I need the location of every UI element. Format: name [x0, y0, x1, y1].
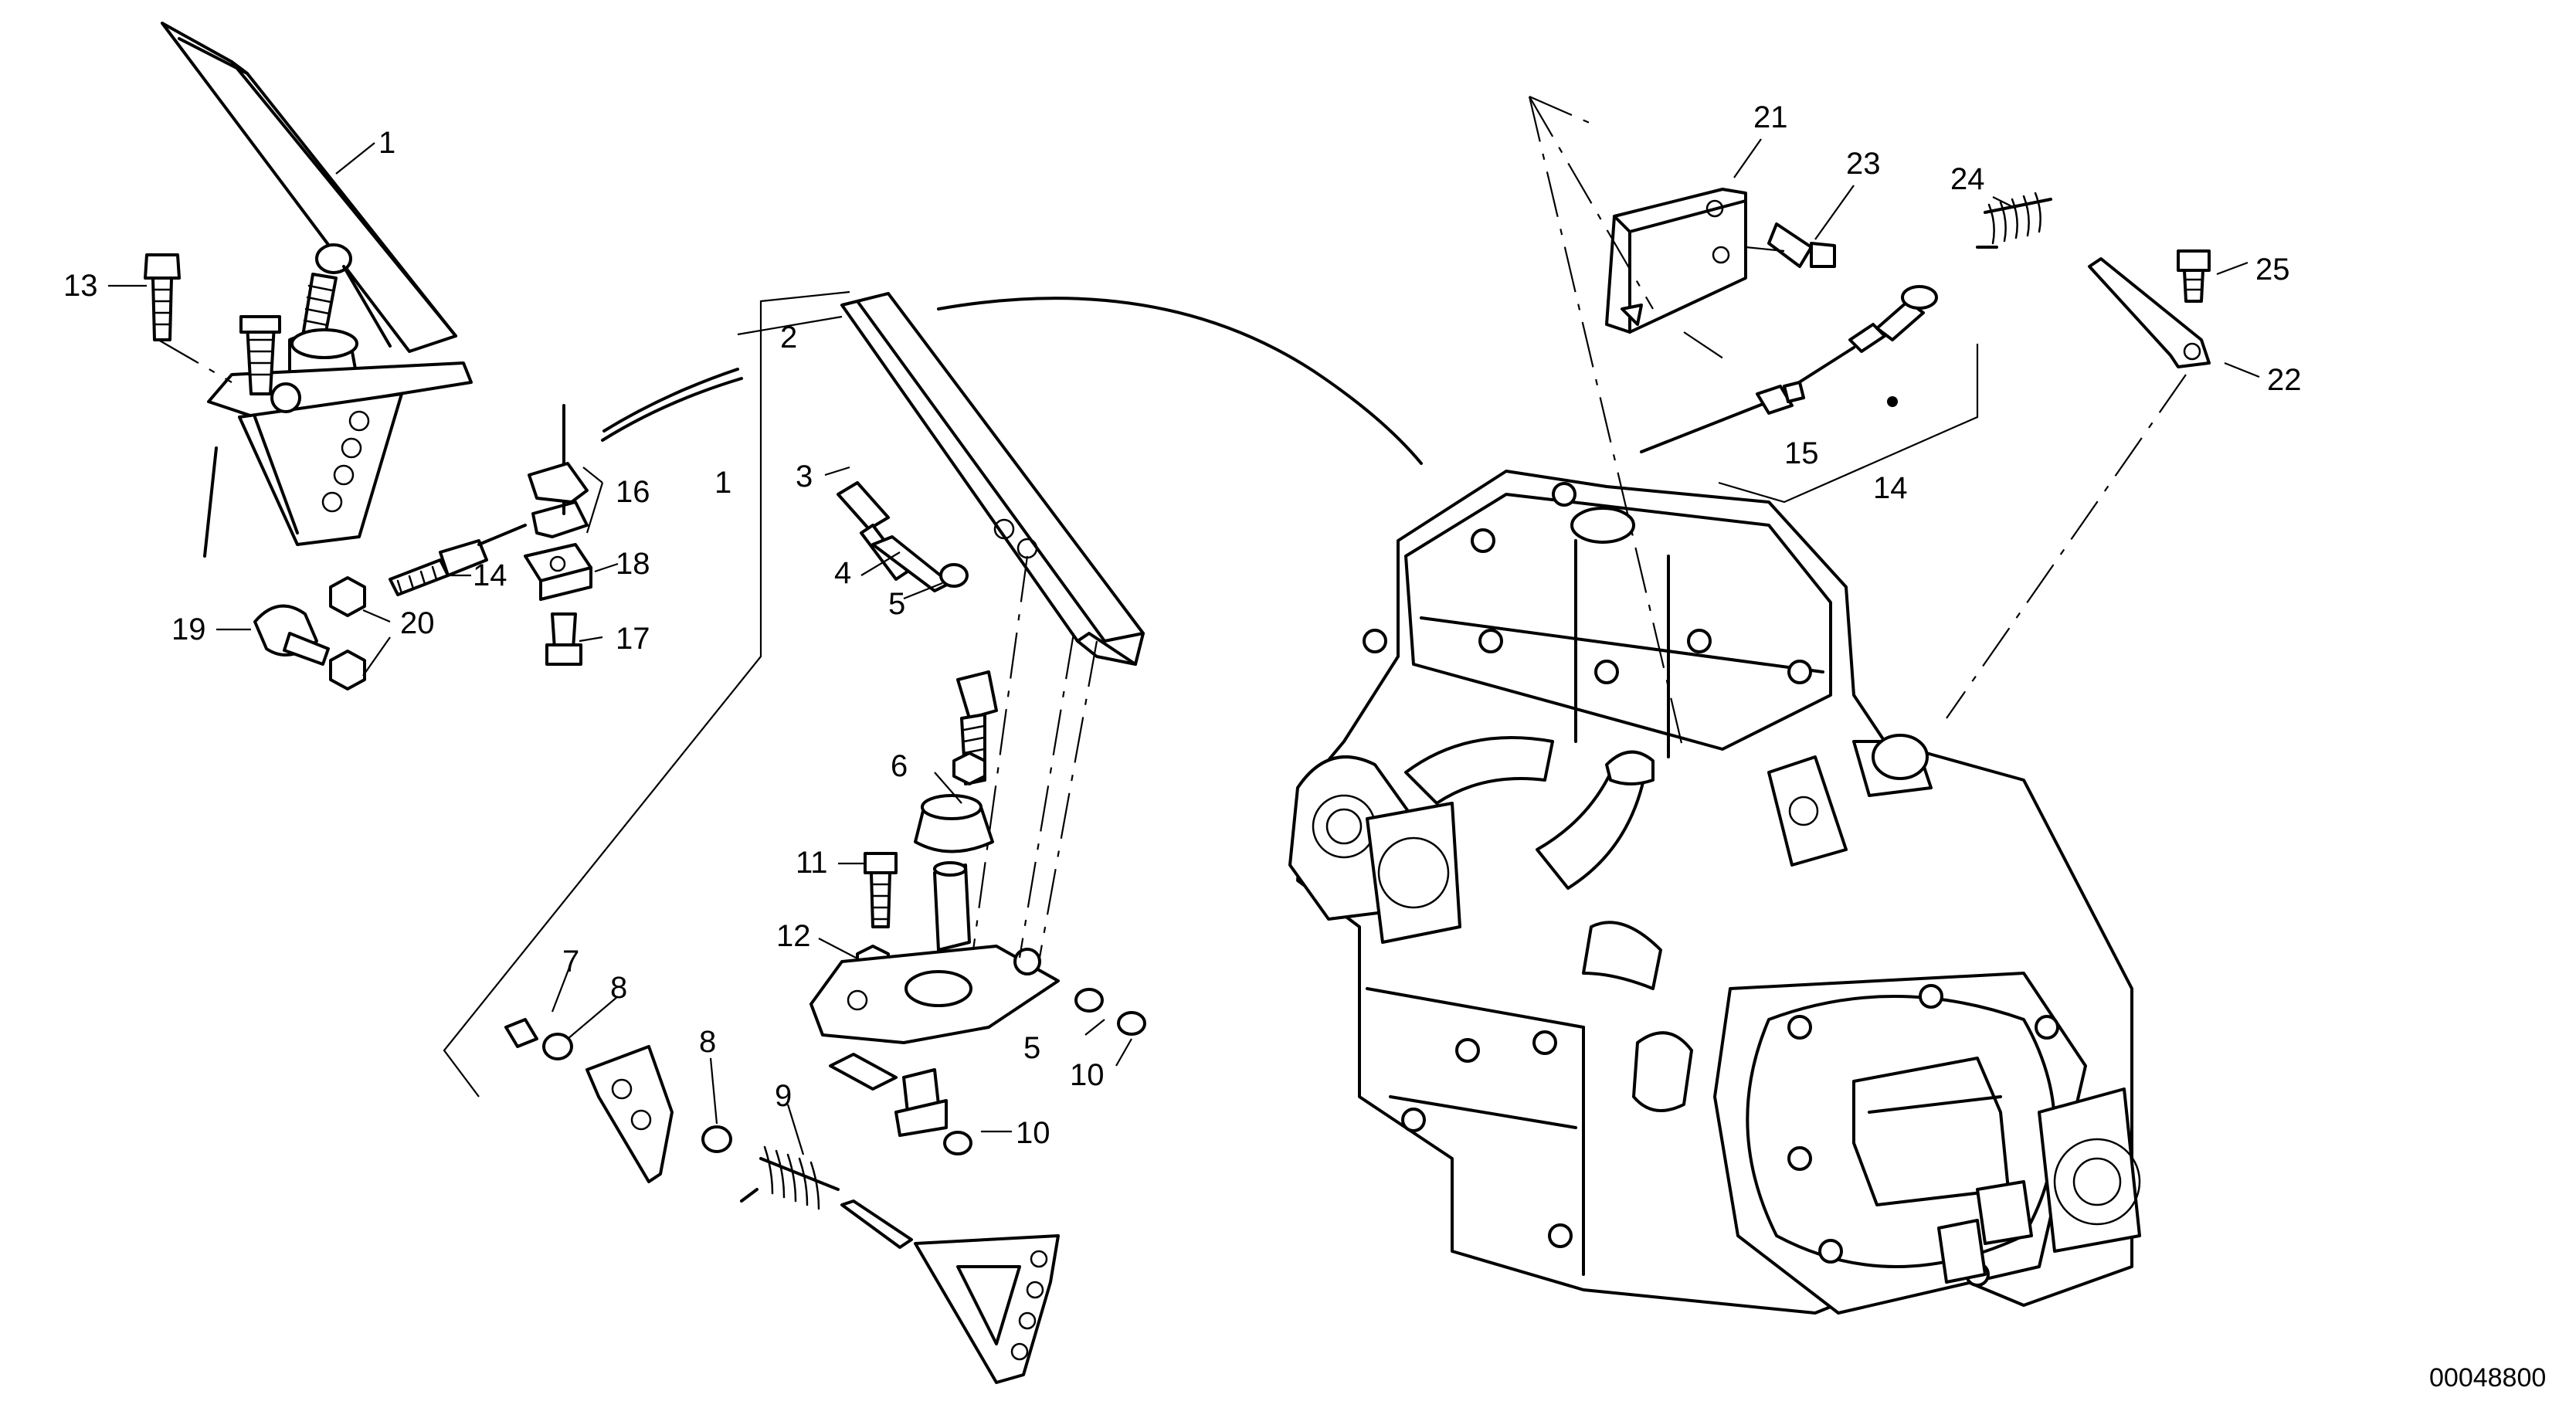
- callout-17: 17: [616, 622, 650, 656]
- throttle-cable: [937, 297, 1423, 465]
- callout-24: 24: [1950, 162, 1985, 196]
- nut-20: [329, 576, 366, 690]
- cable-segment: [601, 377, 743, 442]
- callout-14: 14: [1873, 471, 1908, 505]
- callout-25: 25: [2255, 253, 2290, 287]
- callout-2: 2: [780, 321, 797, 355]
- callout-6: 6: [891, 749, 908, 783]
- callout-8: 8: [610, 971, 627, 1005]
- callout-7: 7: [562, 945, 579, 979]
- engine-block: [1288, 470, 2141, 1315]
- callout-1: 1: [714, 466, 731, 500]
- lever-22: [2088, 257, 2211, 368]
- callout-4: 4: [834, 556, 851, 590]
- callout-10: 10: [1016, 1116, 1050, 1150]
- leader-lines: [108, 138, 2260, 1155]
- block-18: [524, 543, 592, 601]
- clip-16: [528, 404, 589, 538]
- callout-8: 8: [699, 1025, 716, 1059]
- return-spring-assembly: [504, 1018, 1060, 1384]
- callout-1: 1: [378, 126, 395, 160]
- callout-13: 13: [63, 269, 98, 303]
- callout-18: 18: [616, 547, 650, 581]
- callout-15: 15: [1784, 436, 1819, 470]
- ball-joint-19: [253, 604, 330, 666]
- callout-14: 14: [473, 558, 507, 592]
- callout-20: 20: [400, 606, 435, 640]
- callout-22: 22: [2267, 363, 2302, 397]
- callout-9: 9: [775, 1079, 792, 1113]
- callout-19: 19: [171, 612, 206, 646]
- pedal-assembly-center: [443, 290, 1146, 1155]
- callout-12: 12: [776, 919, 811, 953]
- callout-5: 5: [888, 587, 905, 621]
- cable-end-14-left: [389, 524, 527, 596]
- drawing-number: 00048800: [2429, 1363, 2546, 1393]
- bolt-13: [144, 253, 181, 341]
- bolt-25: [2177, 249, 2211, 303]
- throttle-cable-15: [1640, 285, 1938, 453]
- callout-23: 23: [1846, 147, 1881, 181]
- bolt-23: [1767, 222, 1836, 268]
- callout-21: 21: [1753, 100, 1788, 134]
- callout-labels: 1 1 2 3 4 5 5 6 7 8 8 9 10 10 11 12 13 1…: [63, 100, 2302, 1150]
- bracket-21: [1605, 188, 1747, 334]
- callout-16: 16: [616, 475, 650, 509]
- callout-11: 11: [796, 846, 828, 880]
- spring-24: [1976, 192, 2052, 249]
- screw-17: [545, 612, 582, 666]
- pedal-assembly-left: [161, 22, 473, 558]
- callout-3: 3: [796, 460, 813, 494]
- callout-5: 5: [1023, 1031, 1040, 1065]
- callout-10: 10: [1070, 1058, 1105, 1092]
